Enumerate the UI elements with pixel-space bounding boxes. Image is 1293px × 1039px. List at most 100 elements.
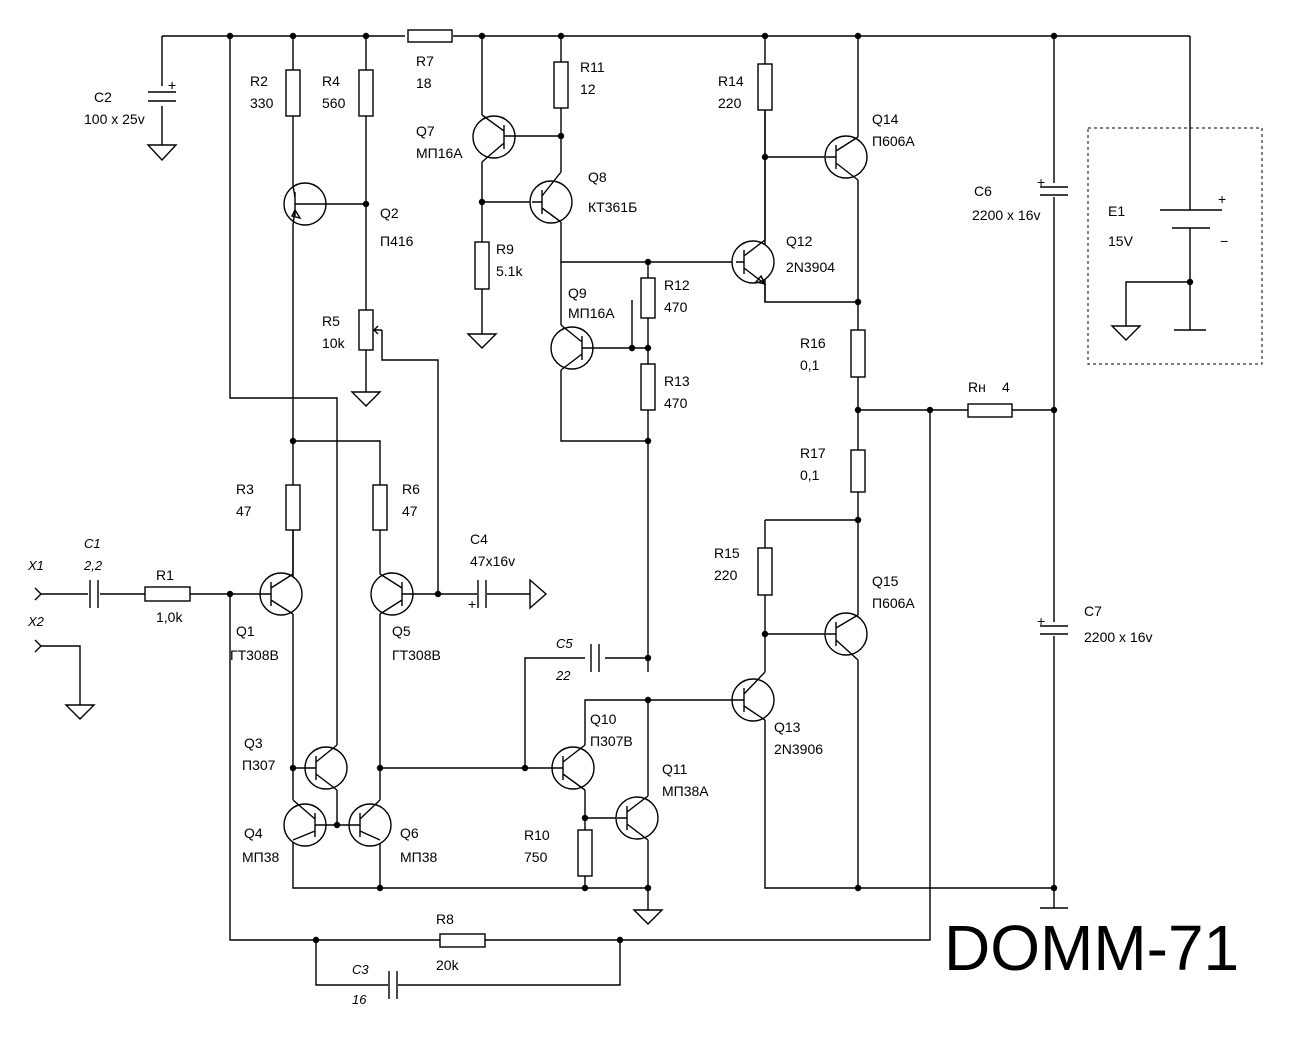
label-c4-ref: C4: [470, 531, 488, 547]
label-r6-value: 47: [402, 503, 418, 519]
label-q11-ref: Q11: [662, 761, 688, 777]
label-x2: X2: [27, 614, 45, 629]
grounds: [64, 144, 1206, 925]
label-c4-value: 47x16v: [470, 553, 515, 569]
label-r11-value: 12: [580, 81, 596, 97]
transistor-q6: [337, 768, 392, 847]
label-r17-value: 0,1: [800, 467, 820, 483]
label-r14-ref: R14: [718, 73, 744, 89]
label-q12-value: 2N3904: [786, 259, 835, 275]
ground-symbol-r9: [466, 333, 498, 349]
labels: C2 100 x 25v R2 330 R4 560 R7 18 R11 12 …: [27, 53, 1239, 1007]
resistor-r14: [757, 63, 773, 111]
label-rn-value: 4: [1002, 379, 1010, 395]
label-q12-ref: Q12: [786, 233, 813, 249]
label-r16-value: 0,1: [800, 357, 820, 373]
resistor-r1: [144, 586, 191, 602]
capacitor-c5: [590, 644, 600, 672]
ground-symbol-e1: [1110, 325, 1142, 341]
battery-minus-sign: −: [1220, 233, 1228, 249]
ground-symbol-c2: [146, 144, 178, 162]
capacitor-c1: [89, 580, 99, 608]
label-q2-ref: Q2: [380, 205, 399, 221]
label-r6-ref: R6: [402, 481, 420, 497]
transistor-q15: [824, 612, 868, 661]
label-r7-value: 18: [416, 75, 432, 91]
label-r10-ref: R10: [524, 827, 550, 843]
label-q1-value: ГТ308В: [230, 647, 279, 663]
label-q10-value: П307В: [590, 733, 633, 749]
label-r1-ref: R1: [156, 567, 174, 583]
label-r2-value: 330: [250, 95, 274, 111]
label-q7-ref: Q7: [416, 123, 435, 139]
label-c1-value: 2,2: [83, 558, 103, 573]
wires: [40, 35, 1191, 986]
label-r14-value: 220: [718, 95, 742, 111]
transistor-q13: [730, 671, 775, 722]
label-q1-ref: Q1: [236, 623, 255, 639]
label-r4-value: 560: [322, 95, 346, 111]
label-r9-ref: R9: [496, 241, 514, 257]
label-x1: X1: [27, 558, 44, 573]
capacitor-c3: [388, 971, 398, 999]
label-r8-ref: R8: [436, 911, 454, 927]
junctions: [226, 32, 1194, 944]
label-r15-ref: R15: [714, 545, 740, 561]
label-c7-ref: C7: [1084, 603, 1102, 619]
label-r5-ref: R5: [322, 313, 340, 329]
label-c2-value: 100 x 25v: [84, 111, 145, 127]
resistor-r6: [372, 484, 388, 531]
label-r7-ref: R7: [416, 53, 434, 69]
label-q4-ref: Q4: [244, 825, 263, 841]
capacitors: + + + +: [89, 77, 1068, 999]
label-r1-value: 1,0k: [156, 609, 183, 625]
label-c5-ref: C5: [556, 636, 573, 651]
resistor-r17: [850, 449, 866, 493]
label-c1-ref: C1: [84, 536, 101, 551]
svg-text:+: +: [468, 596, 476, 612]
c2-plus-sign: +: [168, 77, 176, 93]
resistor-r12: [640, 277, 656, 319]
label-q7-value: МП16А: [416, 145, 463, 161]
label-rn-ref: Rн: [968, 379, 986, 395]
transistor-q14: [824, 135, 868, 181]
label-q8-ref: Q8: [588, 169, 607, 185]
ground-symbol-q11: [632, 909, 664, 925]
label-c2-ref: C2: [94, 89, 112, 105]
label-q3-value: П307: [242, 757, 276, 773]
label-q11-value: МП38А: [662, 783, 709, 799]
transistors: [258, 110, 868, 847]
resistors: [144, 29, 1013, 948]
transistor-q11: [615, 740, 659, 841]
label-q14-value: П606А: [872, 133, 915, 149]
label-q6-ref: Q6: [400, 825, 419, 841]
label-r4-ref: R4: [322, 73, 340, 89]
resistor-r5: [358, 309, 374, 351]
transistor-q10: [550, 744, 595, 791]
svg-text:+: +: [1037, 174, 1045, 190]
label-r9-value: 5.1k: [496, 263, 523, 279]
resistor-r10: [577, 829, 593, 877]
capacitor-c2: +: [148, 77, 176, 102]
label-r13-ref: R13: [664, 373, 690, 389]
label-r2-ref: R2: [250, 73, 268, 89]
capacitor-c7: +: [1037, 613, 1068, 635]
resistor-r4: [358, 69, 374, 117]
label-q13-ref: Q13: [774, 719, 801, 735]
label-r5-value: 10k: [322, 335, 346, 351]
resistor-r8: [439, 933, 486, 948]
label-r8-value: 20k: [436, 957, 460, 973]
resistor-r15: [757, 547, 773, 596]
label-c5-value: 22: [555, 668, 571, 683]
input-terminals: [34, 587, 42, 653]
label-q9-ref: Q9: [568, 285, 587, 301]
label-r13-value: 470: [664, 395, 688, 411]
transistor-q12: [731, 110, 775, 302]
transistor-q7: [472, 114, 516, 163]
transistor-q2: [283, 182, 327, 226]
label-q6-value: МП38: [400, 849, 438, 865]
battery-e1: [1087, 127, 1263, 365]
schematic-title: DOMM-71: [944, 912, 1239, 984]
svg-text:+: +: [1037, 613, 1045, 629]
label-q8-value: КТ361Б: [588, 199, 637, 215]
